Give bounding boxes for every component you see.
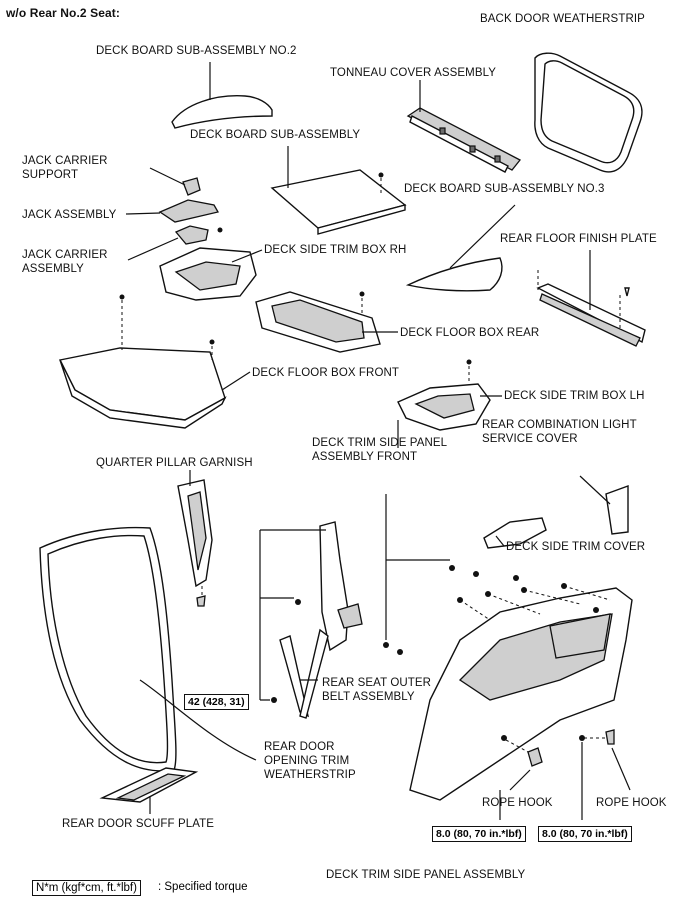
label-jack-carrier-assembly-line2: ASSEMBLY — [22, 263, 84, 275]
legend-torque-units: N*m (kgf*cm, ft.*lbf) — [32, 880, 141, 896]
label-jack-assembly: JACK ASSEMBLY — [22, 209, 117, 221]
torque-spec-rope-hook-right: 8.0 (80, 70 in.*lbf) — [538, 826, 632, 842]
label-quarter-pillar-garnish: QUARTER PILLAR GARNISH — [96, 457, 253, 469]
label-rear-door-scuff-plate: REAR DOOR SCUFF PLATE — [62, 818, 215, 830]
label-jack-carrier-support-line1: JACK CARRIER — [22, 155, 108, 167]
label-rear-door-opening-line1: REAR DOOR — [264, 741, 335, 753]
rope-hook-right-part — [499, 729, 631, 820]
deck-floor-box-rear-part — [255, 291, 398, 353]
label-rope-hook-right: ROPE HOOK — [596, 797, 667, 809]
deck-side-trim-cover-part — [483, 517, 547, 549]
rear-door-scuff-plate-part — [99, 767, 199, 814]
deck-board-no3-part — [405, 204, 516, 292]
label-rope-hook-left: ROPE HOOK — [482, 797, 553, 809]
jack-carrier-assembly-part — [127, 225, 223, 261]
torque-spec-belt: 42 (428, 31) — [184, 694, 249, 710]
label-deck-floor-box-rear: DECK FLOOR BOX REAR — [400, 327, 540, 339]
deck-board-no2-part — [171, 62, 273, 129]
rear-combination-light-cover-part — [579, 475, 629, 535]
rear-door-opening-weatherstrip-part — [39, 526, 257, 772]
label-rear-door-opening-line3: WEATHERSTRIP — [264, 769, 356, 781]
rope-hook-left-part — [501, 735, 543, 791]
jack-assembly-part — [125, 199, 219, 223]
tonneau-cover-part — [406, 80, 522, 173]
label-deck-side-trim-box-lh: DECK SIDE TRIM BOX LH — [504, 390, 645, 402]
back-door-weatherstrip-part — [534, 52, 643, 173]
rear-seat-belt-part — [259, 521, 363, 719]
label-deck-trim-side-panel-assembly: DECK TRIM SIDE PANEL ASSEMBLY — [326, 869, 526, 881]
torque-spec-rope-hook-left: 8.0 (80, 70 in.*lbf) — [432, 826, 526, 842]
rear-floor-finish-plate-part — [536, 250, 646, 347]
label-rear-floor-finish-plate: REAR FLOOR FINISH PLATE — [500, 233, 657, 245]
label-rear-seat-belt-line1: REAR SEAT OUTER — [322, 677, 432, 689]
label-rear-door-opening-line2: OPENING TRIM — [264, 755, 350, 767]
diagram-title: w/o Rear No.2 Seat: — [6, 6, 120, 20]
deck-trim-side-panel-part — [383, 494, 633, 801]
quarter-pillar-garnish-part — [177, 470, 213, 607]
label-deck-floor-box-front: DECK FLOOR BOX FRONT — [252, 367, 400, 379]
label-jack-carrier-support-line2: SUPPORT — [22, 169, 79, 181]
label-jack-carrier-assembly-line1: JACK CARRIER — [22, 249, 108, 261]
jack-carrier-support-part — [149, 167, 201, 196]
label-rear-combination-light-line2: SERVICE COVER — [482, 433, 578, 445]
label-deck-board-no2: DECK BOARD SUB-ASSEMBLY NO.2 — [96, 45, 297, 57]
label-deck-board-no3: DECK BOARD SUB-ASSEMBLY NO.3 — [404, 183, 605, 195]
label-deck-trim-side-panel-front-line1: DECK TRIM SIDE PANEL — [312, 437, 448, 449]
legend-description: : Specified torque — [158, 881, 248, 893]
label-tonneau-cover: TONNEAU COVER ASSEMBLY — [330, 67, 497, 79]
label-deck-side-trim-box-rh: DECK SIDE TRIM BOX RH — [264, 244, 407, 256]
label-rear-combination-light-line1: REAR COMBINATION LIGHT — [482, 419, 637, 431]
label-deck-board: DECK BOARD SUB-ASSEMBLY — [190, 129, 361, 141]
label-deck-side-trim-cover: DECK SIDE TRIM COVER — [506, 541, 646, 553]
deck-side-trim-box-rh-part — [159, 247, 263, 301]
deck-floor-box-front-part — [58, 294, 251, 429]
deck-board-part — [270, 146, 407, 235]
label-deck-trim-side-panel-front-line2: ASSEMBLY FRONT — [312, 451, 418, 463]
deck-side-trim-box-lh-part — [397, 359, 502, 431]
label-back-door-weatherstrip: BACK DOOR WEATHERSTRIP — [480, 13, 645, 25]
label-rear-seat-belt-line2: BELT ASSEMBLY — [322, 691, 415, 703]
